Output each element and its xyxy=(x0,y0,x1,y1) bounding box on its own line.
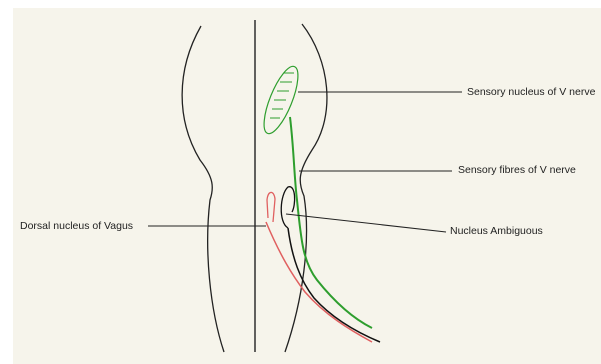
label-dorsal-nucleus-vagus: Dorsal nucleus of Vagus xyxy=(20,220,133,232)
sensory-nucleus-hatching xyxy=(270,73,294,118)
nucleus-ambiguous-shape xyxy=(281,187,294,228)
label-sensory-nucleus-v: Sensory nucleus of V nerve xyxy=(467,86,595,98)
leader-nucleus-ambiguous xyxy=(286,214,446,232)
label-nucleus-ambiguous: Nucleus Ambiguous xyxy=(450,225,543,237)
label-sensory-fibres-v: Sensory fibres of V nerve xyxy=(458,164,576,176)
left-outline xyxy=(182,26,224,352)
dorsal-nucleus-vagus-shape xyxy=(267,192,275,222)
